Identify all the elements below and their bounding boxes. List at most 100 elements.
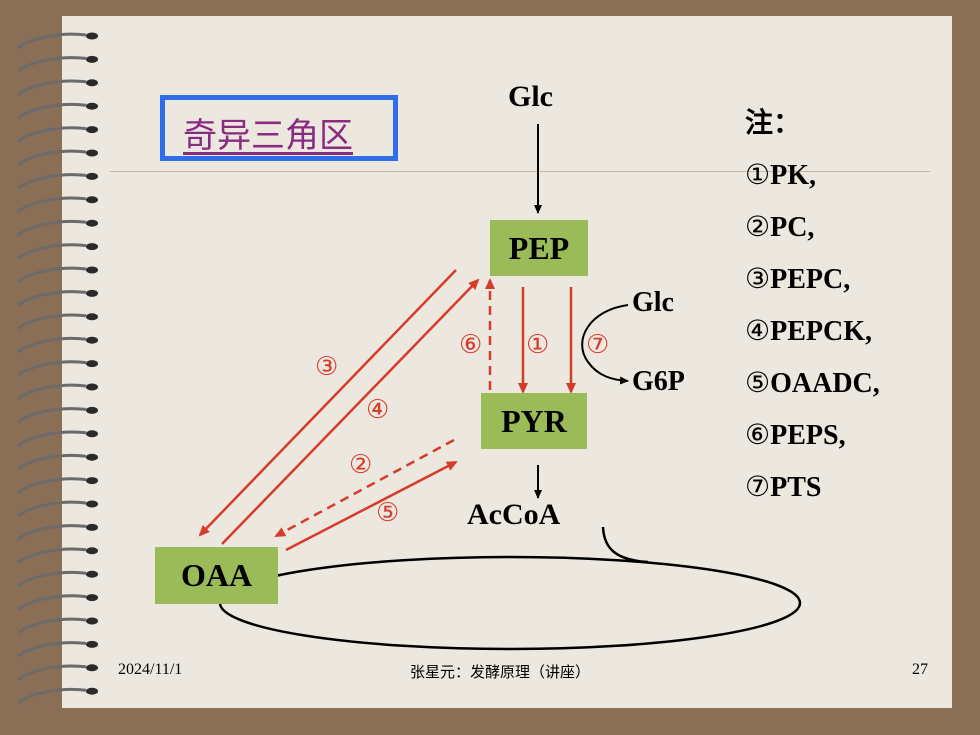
binding-hole	[86, 687, 98, 695]
binding-hole	[86, 453, 98, 461]
binding-ring	[17, 290, 87, 307]
binding-hole	[86, 430, 98, 438]
note-number: ⑥	[745, 418, 771, 451]
binding-ring	[17, 500, 87, 518]
note-number: ⑤	[745, 366, 771, 399]
binding-ring	[17, 196, 87, 214]
binding-ring	[17, 173, 87, 190]
notes-heading: 注：	[745, 108, 802, 139]
note-text: PTS	[770, 472, 822, 503]
enzyme-notes: 注： ①PK, ②PC, ③PEPC, ④PEPCK, ⑤OAADC, ⑥PEP…	[745, 98, 880, 513]
binding-ring	[17, 524, 87, 541]
binding-hole	[86, 243, 98, 251]
binding-ring	[17, 477, 87, 494]
reaction-number-7: ⑦	[586, 330, 610, 360]
note-text: PEPCK,	[770, 316, 872, 347]
glc-top-label: Glc	[508, 80, 553, 113]
note-text: PEPC,	[770, 264, 851, 295]
note-item: ②PC,	[745, 201, 880, 253]
binding-hole	[86, 55, 98, 63]
binding-hole	[86, 289, 98, 297]
binding-hole	[86, 172, 98, 180]
note-item: ④PEPCK,	[745, 305, 880, 357]
footer-author: 张星元：发酵原理（讲座）	[410, 663, 591, 681]
reaction-number-1: ①	[526, 330, 550, 360]
note-text: PEPS,	[770, 420, 846, 451]
binding-hole	[86, 336, 98, 344]
binding-ring	[17, 664, 87, 682]
note-item: ⑤OAADC,	[745, 357, 880, 409]
spiral-binding	[17, 32, 98, 705]
binding-hole	[86, 523, 98, 531]
binding-hole	[86, 640, 98, 648]
binding-ring	[17, 360, 87, 377]
binding-hole	[86, 102, 98, 110]
accoa-entry-curve	[601, 526, 649, 564]
note-number: ④	[745, 314, 771, 347]
reaction-number-6: ⑥	[459, 330, 483, 360]
binding-ring	[17, 126, 87, 143]
tca-cycle-ellipse	[218, 555, 802, 651]
binding-ring	[17, 243, 87, 260]
note-text: PK,	[770, 160, 816, 191]
binding-ring	[17, 407, 87, 424]
arrow-glc-g6p	[581, 304, 629, 385]
glc-side-label: Glc	[632, 287, 674, 318]
binding-hole	[86, 547, 98, 555]
binding-hole	[86, 500, 98, 508]
note-number: ②	[745, 210, 771, 243]
divider-line	[110, 171, 930, 172]
binding-hole	[86, 126, 98, 134]
arrow-pepc	[198, 269, 457, 537]
binding-hole	[86, 149, 98, 157]
g6p-label: G6P	[632, 366, 685, 397]
binding-hole	[86, 313, 98, 321]
arrow-pc	[274, 438, 455, 538]
binding-hole	[86, 594, 98, 602]
reaction-number-3: ③	[315, 352, 339, 382]
reaction-number-2: ②	[349, 450, 373, 480]
reaction-number-4: ④	[366, 395, 390, 425]
binding-ring	[17, 430, 87, 448]
binding-hole	[86, 32, 98, 40]
binding-ring	[17, 79, 87, 97]
binding-hole	[86, 219, 98, 227]
slide-title: 奇异三角区	[183, 116, 353, 156]
note-item: ③PEPC,	[745, 253, 880, 305]
note-text: OAADC,	[770, 368, 880, 399]
footer-date: 2024/11/1	[118, 661, 183, 678]
binding-ring	[17, 453, 87, 471]
binding-hole	[86, 79, 98, 87]
binding-hole	[86, 406, 98, 414]
note-item: ⑥PEPS,	[745, 409, 880, 461]
binding-ring	[17, 219, 87, 237]
note-number: ①	[745, 158, 771, 191]
reaction-number-5: ⑤	[376, 498, 400, 528]
binding-ring	[17, 266, 87, 284]
binding-hole	[86, 360, 98, 368]
binding-hole	[86, 570, 98, 578]
binding-hole	[86, 617, 98, 625]
oaa-node: OAA	[155, 547, 278, 604]
arrow-oaadc	[285, 460, 458, 552]
binding-ring	[17, 687, 87, 705]
pep-node: PEP	[490, 220, 588, 276]
arrow-pepck	[221, 278, 480, 545]
binding-ring	[17, 594, 87, 611]
binding-ring	[17, 617, 87, 635]
binding-hole	[86, 477, 98, 485]
binding-ring	[17, 56, 87, 73]
binding-hole	[86, 383, 98, 391]
binding-ring	[17, 570, 87, 588]
note-item: ⑦PTS	[745, 461, 880, 513]
note-number: ⑦	[745, 470, 771, 503]
binding-ring	[17, 383, 87, 401]
accoa-label: AcCoA	[467, 498, 561, 531]
pyr-node: PYR	[481, 393, 587, 449]
binding-ring	[17, 547, 87, 565]
note-number: ③	[745, 262, 771, 295]
footer-page-number: 27	[912, 661, 928, 678]
binding-ring	[17, 336, 87, 354]
binding-ring	[17, 102, 87, 120]
title-box: 奇异三角区	[160, 95, 398, 161]
